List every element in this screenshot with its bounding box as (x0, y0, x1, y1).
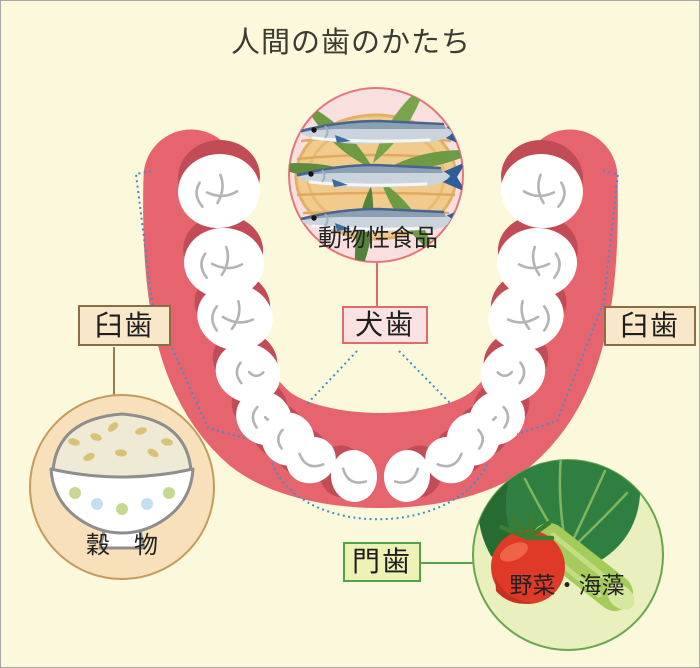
label-canine: 犬歯 (342, 306, 428, 344)
tooth-incisor (425, 436, 475, 484)
tooth-fissure-lines (436, 452, 463, 468)
caption-animal-food: 動物性食品 (318, 225, 438, 252)
page-title: 人間の歯のかたち (230, 27, 471, 59)
tooth-fissure-lines (506, 299, 550, 332)
animal-food-circle (288, 87, 464, 263)
caption-vegetable-seaweed: 野菜・海藻 (509, 572, 625, 598)
tooth-molar (488, 283, 564, 351)
grain-circle (29, 394, 215, 580)
tooth-fissure-lines (195, 173, 239, 208)
tooth-fissure-lines (211, 299, 255, 332)
caption-grain: 穀 物 (86, 532, 158, 559)
connector-lines (113, 263, 477, 564)
tooth-fissure-lines (298, 452, 325, 468)
tooth-molar (184, 227, 264, 299)
tooth-fissure-lines (477, 428, 485, 450)
label-molar-left: 臼歯 (78, 305, 171, 346)
tooth-incisor (330, 450, 378, 502)
canine-right-dotted-line (398, 350, 453, 406)
tooth-premolar (215, 343, 281, 403)
tooth-incisor (383, 450, 431, 502)
tooth-fissure-lines (235, 361, 265, 385)
tomato-icon (491, 512, 565, 604)
tooth-incisor (286, 436, 336, 484)
tooth-fissure-lines (276, 428, 284, 450)
tooth-fissure-lines (496, 361, 526, 385)
tooth-molar (497, 227, 577, 299)
dotted-brackets (134, 170, 620, 521)
teeth (178, 153, 583, 502)
label-incisor: 門歯 (343, 542, 421, 582)
label-molar-right: 臼歯 (604, 306, 696, 346)
rice-bowl-icon (49, 412, 195, 550)
canine-left-dotted-line (305, 350, 358, 406)
tooth-fissure-lines (200, 245, 244, 279)
tooth-premolar (480, 343, 546, 403)
tooth-molar (178, 153, 260, 229)
tooth-fissure-lines (517, 245, 561, 279)
tooth-molar (197, 283, 273, 351)
tooth-molar (501, 153, 583, 229)
tooth-fissure-lines (341, 467, 368, 484)
tooth-fissure-lines (522, 173, 566, 208)
tooth-fissure-lines (393, 467, 420, 484)
